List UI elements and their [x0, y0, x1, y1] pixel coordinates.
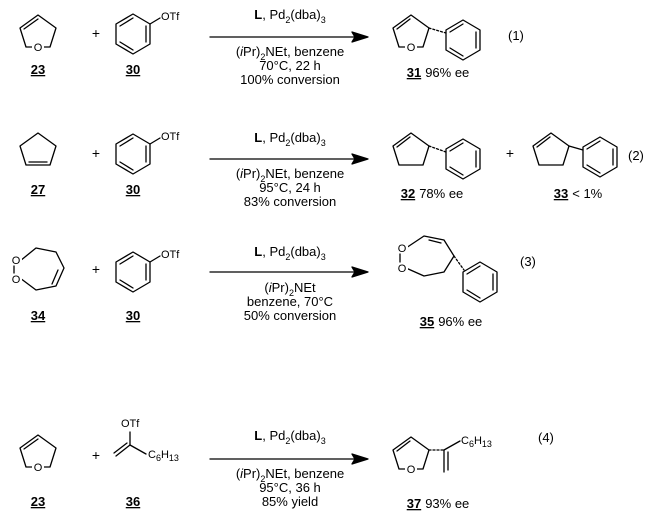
plus-sign: + [92, 447, 100, 463]
base-solvent-line: (iPr)2NEt, benzene [236, 466, 344, 484]
oxygen-atom: O [398, 263, 407, 275]
phenyl-triflate-structure: OTf [115, 249, 180, 293]
solvent-temperature: benzene, 70°C [247, 294, 333, 309]
plus-sign: + [92, 145, 100, 161]
alkenyl-triflate-structure: OTf C6H13 [113, 418, 179, 463]
otf-group: OTf [161, 249, 180, 261]
oxygen-atom: O [398, 243, 407, 255]
hexyl-group: C6H13 [148, 449, 179, 463]
reaction-4: O 23 + OTf C6H13 36 L, Pd2(dba)3 (iPr)2N… [19, 418, 554, 511]
conversion: 83% conversion [244, 194, 337, 209]
dioxepine-structure: O O [10, 247, 65, 291]
compound-label-30: 30 [126, 182, 140, 197]
compound-label-23: 23 [31, 494, 45, 509]
reaction-3: O O 34 + OTf 30 L, Pd2(dba)3 (iPr)2NEt b… [10, 235, 536, 329]
base-solvent-line: (iPr)2NEt, benzene [236, 44, 344, 62]
reaction-2: 27 + OTf 30 L, Pd2(dba)3 (iPr)2NEt, benz… [19, 130, 644, 209]
cyclopentene-structure [19, 132, 57, 166]
hexyl-group: C6H13 [461, 435, 492, 449]
oxygen-atom: O [34, 42, 43, 54]
catalyst-line: L, Pd2(dba)3 [254, 130, 325, 148]
compound-label-34: 34 [31, 308, 46, 323]
compound-label-30: 30 [126, 308, 140, 323]
plus-sign: + [506, 145, 514, 161]
equation-number: (3) [520, 254, 536, 269]
dihydrofuran-structure: O [19, 14, 57, 54]
plus-sign: + [92, 25, 100, 41]
compound-label-36: 36 [126, 494, 140, 509]
base-solvent-line: (iPr)2NEt, benzene [236, 166, 344, 184]
plus-sign: + [92, 261, 100, 277]
oxygen-atom: O [12, 255, 21, 267]
reaction-arrow [209, 453, 369, 465]
temperature-time: 95°C, 24 h [259, 180, 321, 195]
otf-group: OTf [161, 11, 180, 23]
oxygen-atom: O [407, 42, 416, 54]
compound-label-23: 23 [31, 62, 45, 77]
reaction-1: O 23 + OTf 30 L, Pd2(dba)3 (iPr)2NEt, be… [19, 7, 524, 87]
equation-number: (1) [508, 28, 524, 43]
conversion: 50% conversion [244, 308, 337, 323]
product-structure [392, 132, 481, 180]
temperature-time: 95°C, 36 h [259, 480, 321, 495]
base-line: (iPr)2NEt [264, 280, 316, 298]
product-structure: O C6H13 [392, 435, 492, 476]
compound-label-27: 27 [31, 182, 45, 197]
catalyst-line: L, Pd2(dba)3 [254, 428, 325, 446]
product-structure: O O [396, 235, 498, 303]
yield: 85% yield [262, 494, 318, 509]
reaction-arrow [209, 31, 369, 43]
dihydrofuran-structure: O [19, 434, 57, 474]
oxygen-atom: O [407, 464, 416, 476]
temperature-time: 70°C, 22 h [259, 58, 321, 73]
catalyst-line: L, Pd2(dba)3 [254, 7, 325, 25]
otf-group: OTf [161, 131, 180, 143]
catalyst-line: L, Pd2(dba)3 [254, 244, 325, 262]
byproduct-label: 33< 1% [554, 186, 603, 201]
conversion: 100% conversion [240, 72, 340, 87]
product-structure: O [392, 14, 481, 61]
equation-number: (4) [538, 430, 554, 445]
oxygen-atom: O [12, 274, 21, 286]
equation-number: (2) [628, 148, 644, 163]
otf-group: OTf [121, 418, 140, 430]
phenyl-triflate-structure: OTf [115, 131, 180, 175]
reaction-arrow [209, 266, 369, 278]
compound-label-30: 30 [126, 62, 140, 77]
reaction-arrow [209, 153, 369, 165]
phenyl-triflate-structure: OTf [115, 11, 180, 55]
oxygen-atom: O [34, 462, 43, 474]
byproduct-structure [532, 132, 618, 178]
